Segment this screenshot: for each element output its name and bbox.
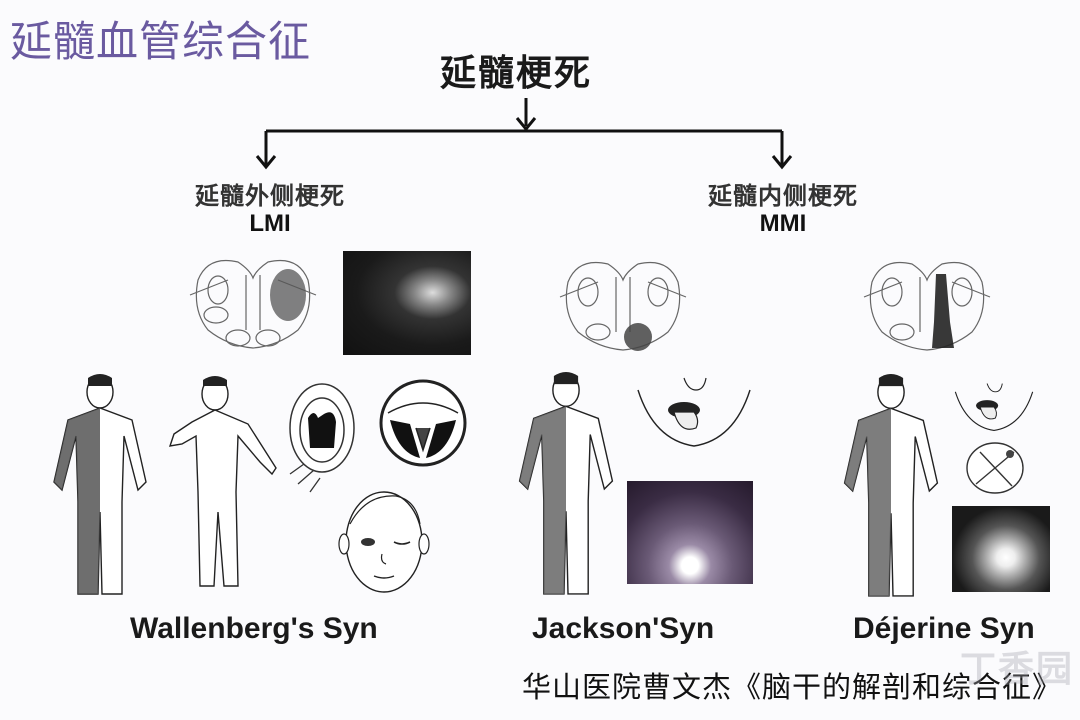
hemisensory-body-figure: [53, 374, 147, 595]
syndrome-label-jackson: Jackson'Syn: [532, 612, 715, 645]
syndrome-label-dejerine: Déjerine Syn: [853, 612, 1035, 645]
mri-scan-lateral: [343, 251, 471, 355]
syndrome-label-wallenberg: Wallenberg's Syn: [130, 612, 378, 645]
tongue-deviation-face-icon: [637, 377, 751, 447]
tongue-deviation-face-icon-2: [954, 383, 1034, 432]
branch-mmi-abbr: MMI: [759, 210, 807, 237]
root-node: 延髓梗死: [440, 53, 593, 94]
hemiplegia-body-figure-jackson: [518, 372, 614, 595]
vocal-cords-icon: [379, 379, 467, 467]
open-mouth-palate-icon: [289, 383, 355, 493]
no-vibration-sign-icon: [966, 442, 1024, 494]
horner-face-icon: [338, 491, 430, 593]
mri-scan-medial-2: [952, 506, 1050, 592]
ataxic-body-figure: [168, 376, 277, 587]
branch-mmi-cn-label: 延髓内侧梗死: [708, 182, 858, 210]
hemiplegia-body-figure-dejerine: [843, 374, 939, 597]
slide-title: 延髓血管综合征: [10, 17, 312, 66]
branch-lmi-abbr: LMI: [249, 210, 291, 237]
medulla-section-medial-icon: [559, 261, 687, 351]
source-credit: 华山医院曹文杰《脑干的解剖和综合征》: [522, 670, 1063, 704]
medulla-section-lateral-icon: [189, 259, 317, 349]
branch-lmi-cn-label: 延髓外侧梗死: [195, 182, 345, 210]
medulla-section-pyramid-icon: [863, 261, 991, 351]
watermark: 丁香园: [960, 649, 1075, 690]
mri-scan-medial: [627, 481, 753, 584]
